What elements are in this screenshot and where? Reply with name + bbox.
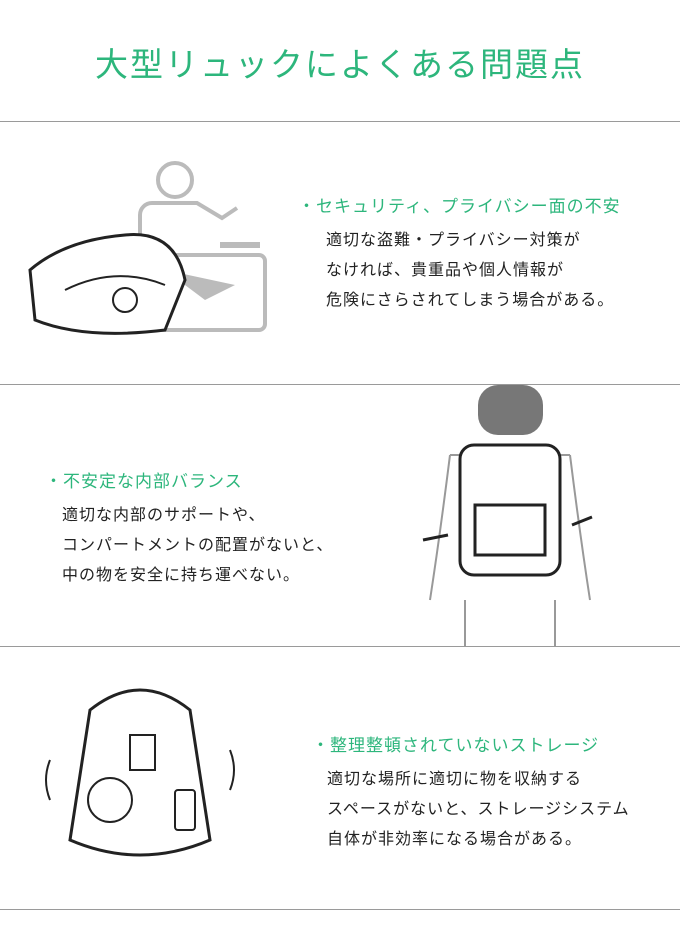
body-line: 適切な盗難・プライバシー対策が bbox=[326, 230, 581, 249]
body-line: 危険にさらされてしまう場合がある。 bbox=[326, 290, 615, 309]
body-line: 適切な場所に適切に物を収納する bbox=[327, 769, 583, 788]
section-storage: ・整理整頓されていないストレージ 適切な場所に適切に物を収納する スペースがない… bbox=[312, 731, 630, 854]
body-line: 自体が非効率になる場合がある。 bbox=[327, 829, 583, 848]
divider bbox=[0, 909, 680, 910]
page-title: 大型リュックによくある問題点 bbox=[95, 45, 585, 84]
body-line: スペースがないと、ストレージシステム bbox=[327, 799, 630, 818]
body-line: コンパートメントの配置がないと、 bbox=[62, 535, 334, 554]
messy-backpack-illustration bbox=[45, 688, 235, 857]
body-line: 適切な内部のサポートや、 bbox=[62, 505, 266, 524]
divider bbox=[0, 121, 680, 122]
body-line: 中の物を安全に持ち運べない。 bbox=[62, 565, 301, 584]
section-balance: ・不安定な内部バランス 適切な内部のサポートや、 コンパートメントの配置がないと… bbox=[45, 467, 333, 590]
section-security: ・セキュリティ、プライバシー面の不安 適切な盗難・プライバシー対策が なければ、… bbox=[298, 192, 621, 315]
security-illustration bbox=[28, 161, 267, 335]
section-heading: ・不安定な内部バランス bbox=[45, 472, 243, 492]
section-heading: ・セキュリティ、プライバシー面の不安 bbox=[298, 197, 621, 217]
section-heading: ・整理整頓されていないストレージ bbox=[312, 736, 600, 756]
divider bbox=[0, 384, 680, 385]
backpack-person-illustration bbox=[422, 385, 593, 647]
divider bbox=[0, 646, 680, 647]
body-line: なければ、貴重品や個人情報が bbox=[326, 260, 565, 279]
